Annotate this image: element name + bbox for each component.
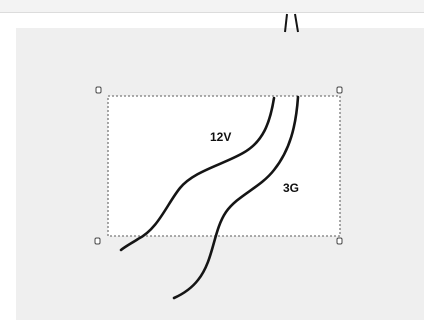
cable-3g[interactable] [172,95,300,300]
cable-stub-right [294,13,299,33]
resize-handle-icon[interactable] [94,237,101,245]
cable-12v[interactable] [119,96,276,252]
cable-12v-label: 12V [210,130,231,144]
resize-handle-icon[interactable] [336,237,343,245]
cable-3g-label: 3G [283,181,299,195]
cable-stub-left [284,13,288,33]
selection-box[interactable] [107,95,341,237]
top-bar [0,0,424,13]
resize-handle-icon[interactable] [336,86,343,94]
resize-handle-icon[interactable] [95,86,102,94]
